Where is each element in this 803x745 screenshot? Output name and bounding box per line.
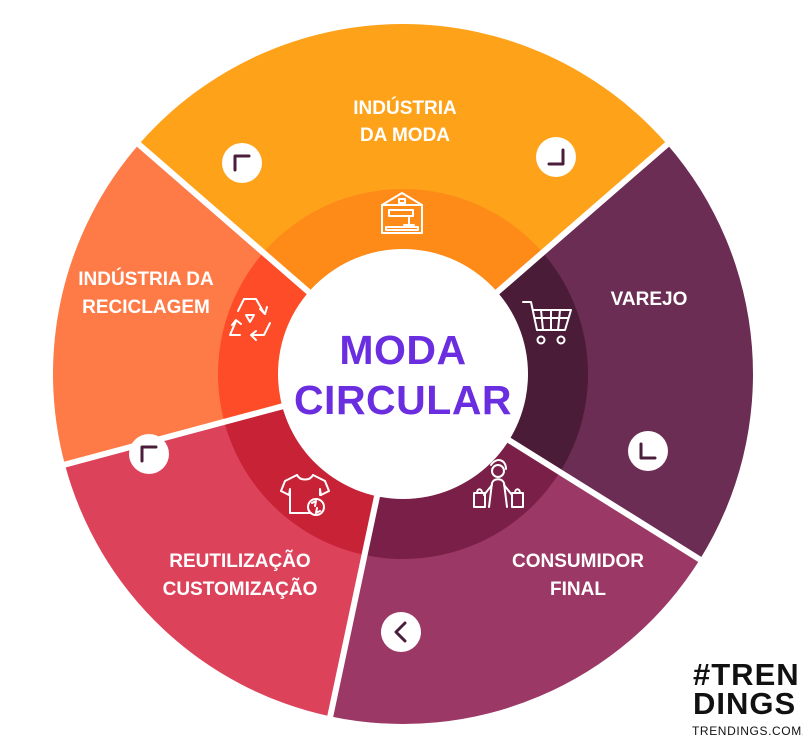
label-industria-da-reciclagem-line1: INDÚSTRIA DA [78,268,214,290]
center-title-line1: MODA [339,327,466,373]
recycle-icon [229,298,271,341]
label-reutilizacao-line2: CUSTOMIZAÇÃO [163,578,318,600]
center-circle [278,249,528,499]
segment-consumidor-final-inner [364,439,560,560]
brand-line1: #TREN [693,657,800,692]
segment-varejo-outer [541,144,753,560]
segment-industria-da-reciclagem [53,144,311,465]
segment-reutilizacao-customizacao [64,405,378,717]
separator-line-1 [491,138,673,298]
label-reutilizacao-line1: REUTILIZAÇÃO [169,550,310,572]
arrow-badge-varejo-to-consumidor [628,431,668,471]
tshirt-recycle-icon [280,474,330,516]
brand-url: TRENDINGS.COM.BR [692,724,803,738]
label-industria-da-moda-line2: DA MODA [360,125,450,146]
segment-reutilizacao-customizacao-inner [224,405,378,555]
arrow-badge-reciclagem-to-moda [222,143,262,183]
trendings-logo: #TREN DINGS TRENDINGS.COM.BR [692,657,803,738]
segment-industria-da-moda-inner [263,188,543,294]
label-consumidor-final-line1: CONSUMIDOR [512,551,644,572]
segment-industria-da-moda [138,23,668,294]
shopping-cart-icon [522,301,572,345]
center-title-line2: CIRCULAR [294,377,512,423]
label-varejo: VAREJO [611,289,688,310]
sewing-machine-icon [381,192,423,234]
segment-industria-da-reciclagem-inner [217,252,311,422]
arrow-badge-consumidor-to-reutilizacao [381,612,421,652]
segment-industria-da-moda-outer [138,23,668,254]
segment-separators [59,138,706,722]
label-consumidor-final-line2: FINAL [550,579,606,600]
shopper-icon [473,459,524,508]
segment-reutilizacao-customizacao-outer [64,421,365,717]
segment-industria-da-reciclagem-outer [53,144,265,465]
segment-consumidor-final [330,439,700,725]
segment-consumidor-final-outer [330,471,700,725]
arrow-badge-moda-to-varejo [536,137,576,177]
label-industria-da-reciclagem-line2: RECICLAGEM [82,297,210,318]
arrow-badge-reutilizacao-to-reciclagem [129,434,169,474]
separator-line-3 [326,490,381,722]
brand-line2: DINGS [693,686,796,721]
label-industria-da-moda-line1: INDÚSTRIA [353,97,457,119]
separator-line-4 [59,402,288,469]
separator-line-2 [503,435,706,565]
separator-line-0 [133,138,315,298]
